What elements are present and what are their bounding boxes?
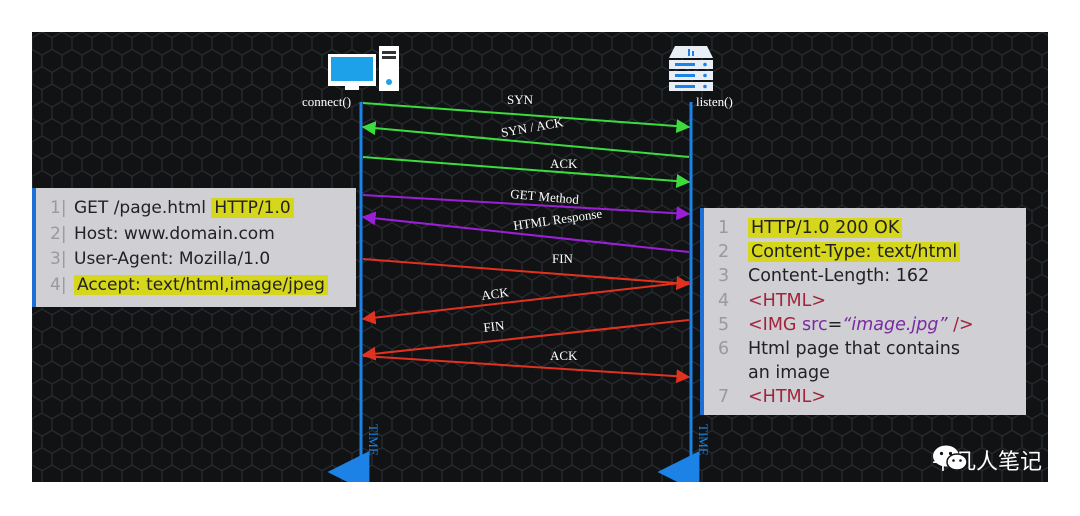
message-arrow-9 bbox=[362, 355, 691, 384]
http-request-panel: 1| GET /page.html HTTP/1.0 2| Host: www.dom… bbox=[32, 188, 356, 307]
code-text: Html page that contains bbox=[748, 339, 960, 360]
code-line: an image bbox=[718, 361, 1026, 385]
message-arrow-2 bbox=[361, 121, 690, 158]
message-label-7: ACK bbox=[480, 284, 510, 303]
message-label-4: GET Method bbox=[510, 186, 580, 207]
code-line: 2 Content-Type: text/html bbox=[718, 240, 1026, 264]
line-number: 3 bbox=[718, 266, 730, 287]
message-label-2: SYN / ACK bbox=[500, 114, 565, 140]
highlighted-text: HTTP/1.0 200 OK bbox=[748, 218, 903, 238]
wechat-icon bbox=[932, 445, 968, 471]
server-time-label: TIME bbox=[696, 424, 711, 456]
html-tag: /> bbox=[947, 314, 974, 335]
code-text: = bbox=[827, 314, 843, 335]
code-line: 4| Accept: text/html,image/jpeg bbox=[50, 273, 356, 299]
client-time-label: TIME bbox=[366, 424, 381, 456]
message-arrow-3 bbox=[362, 156, 691, 189]
code-text: an image bbox=[748, 363, 830, 384]
message-arrow-7 bbox=[361, 281, 690, 325]
code-line: 1| GET /page.html HTTP/1.0 bbox=[50, 196, 356, 222]
code-line: 7 <HTML> bbox=[718, 385, 1026, 409]
message-label-5: HTML Response bbox=[512, 206, 603, 233]
message-label-9: ACK bbox=[550, 348, 578, 363]
highlighted-text: Accept: text/html,image/jpeg bbox=[74, 274, 328, 295]
code-line: 1 HTTP/1.0 200 OK bbox=[718, 216, 1026, 240]
code-text: User-Agent: Mozilla/1.0 bbox=[74, 249, 271, 269]
line-number: 4| bbox=[50, 274, 67, 295]
highlighted-text: Content-Type: text/html bbox=[748, 242, 961, 263]
html-string: “image.jpg” bbox=[842, 314, 948, 335]
line-number: 6 bbox=[718, 339, 730, 360]
desktop-computer-icon bbox=[328, 46, 399, 91]
server-icon bbox=[669, 46, 713, 91]
message-arrow-6 bbox=[362, 258, 691, 291]
html-tag: <IMG bbox=[748, 314, 803, 335]
code-text: Host: www.domain.com bbox=[74, 223, 275, 244]
code-line: 3 Content-Length: 162 bbox=[718, 264, 1026, 288]
code-text: Content-Length: 162 bbox=[748, 266, 930, 287]
code-line: 3| User-Agent: Mozilla/1.0 bbox=[50, 247, 356, 273]
message-label-8: FIN bbox=[483, 317, 506, 335]
server-label: listen() bbox=[696, 94, 733, 109]
html-tag: <HTML> bbox=[748, 387, 827, 408]
http-response-panel: 1 HTTP/1.0 200 OK 2 Content-Type: text/html… bbox=[700, 208, 1026, 415]
line-number: 2| bbox=[50, 223, 67, 244]
line-number: 2 bbox=[718, 242, 730, 263]
message-label-6: FIN bbox=[552, 251, 574, 266]
line-number: 7 bbox=[718, 387, 730, 408]
message-label-1: SYN bbox=[507, 92, 534, 107]
line-number: 1 bbox=[718, 218, 730, 238]
message-arrow-8 bbox=[361, 319, 690, 361]
html-tag: <HTML> bbox=[748, 290, 827, 311]
message-arrow-5 bbox=[361, 211, 690, 253]
highlighted-text: HTTP/1.0 bbox=[211, 198, 294, 218]
code-line: 6 Html page that contains bbox=[718, 337, 1026, 361]
html-attribute: src bbox=[802, 314, 828, 335]
line-number: 4 bbox=[718, 290, 730, 311]
line-number: 1| bbox=[50, 198, 67, 218]
watermark: 平凡人笔记 bbox=[932, 444, 1042, 476]
message-label-3: ACK bbox=[550, 156, 578, 171]
message-arrow-1 bbox=[362, 102, 691, 134]
client-label: connect() bbox=[302, 94, 352, 109]
message-arrow-4 bbox=[362, 194, 691, 221]
code-text: GET /page.html bbox=[74, 198, 212, 218]
code-line: 4 <HTML> bbox=[718, 289, 1026, 313]
code-line: 5 <IMG src=“image.jpg” /> bbox=[718, 313, 1026, 337]
code-line: 2| Host: www.domain.com bbox=[50, 222, 356, 248]
line-number: 5 bbox=[718, 314, 730, 335]
line-number: 3| bbox=[50, 249, 67, 269]
